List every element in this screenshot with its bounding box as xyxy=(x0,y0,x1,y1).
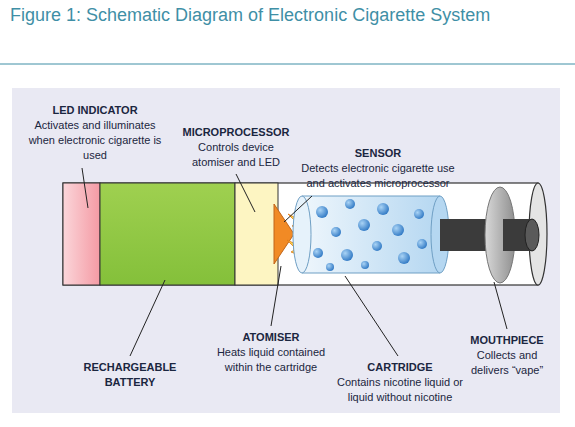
part-description: Detects electronic cigarette use and act… xyxy=(292,161,464,191)
part-name: ATOMISER xyxy=(221,330,321,345)
part-name: MOUTHPIECE xyxy=(462,333,552,348)
atomiser xyxy=(274,204,294,264)
part-name: LED INDICATOR xyxy=(20,103,170,118)
part-description: Contains nicotine liquid or liquid witho… xyxy=(325,375,475,405)
microprocessor xyxy=(235,183,278,285)
leader-lines xyxy=(82,168,507,356)
cartridge xyxy=(302,196,440,273)
part-name: MICROPROCESSOR xyxy=(171,125,301,140)
led-indicator xyxy=(63,183,100,285)
battery xyxy=(100,183,235,285)
cartridge-end xyxy=(293,196,311,273)
mouthpiece-end xyxy=(525,219,539,251)
part-description: Collects and delivers “vape” xyxy=(465,348,550,378)
part-name: CARTRIDGE xyxy=(345,360,455,375)
part-description: Heats liquid contained within the cartri… xyxy=(206,345,336,375)
part-description: Activates and illuminates when electroni… xyxy=(23,118,168,163)
part-description: Controls device atomiser and LED xyxy=(184,140,289,170)
panel-ground xyxy=(12,88,560,413)
figure-title: Figure 1: Schematic Diagram of Electroni… xyxy=(10,4,520,26)
part-name: SENSOR xyxy=(333,146,423,161)
part-name: RECHARGEABLE BATTERY xyxy=(75,360,185,390)
liquid-bubbles xyxy=(313,199,427,271)
device-body xyxy=(63,183,538,285)
title-rule xyxy=(0,64,575,65)
